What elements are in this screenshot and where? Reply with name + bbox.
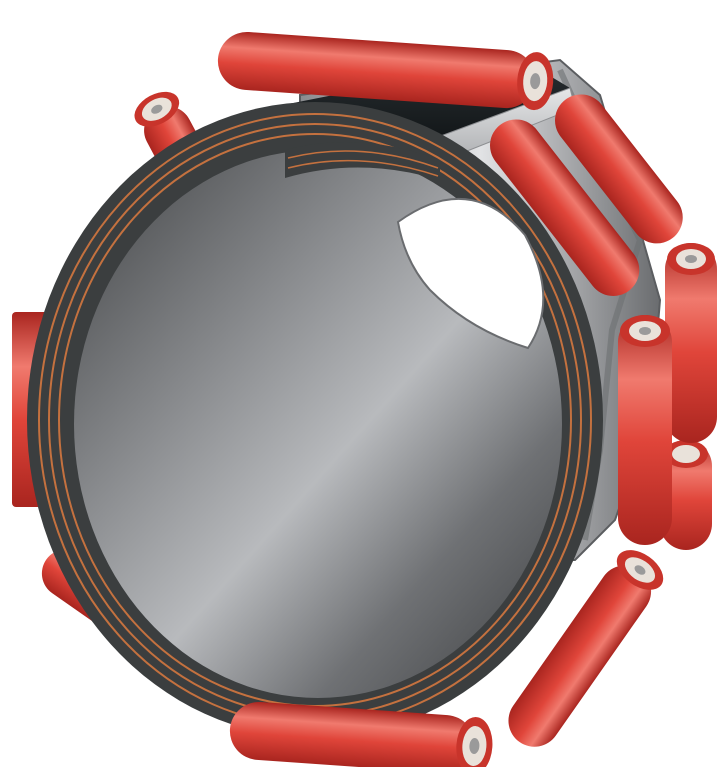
roller-bottom bbox=[228, 700, 494, 767]
roller-right-2 bbox=[618, 315, 672, 545]
belt-pipe bbox=[27, 102, 603, 738]
roller-top bbox=[216, 30, 555, 111]
roller-right-1 bbox=[665, 243, 717, 443]
